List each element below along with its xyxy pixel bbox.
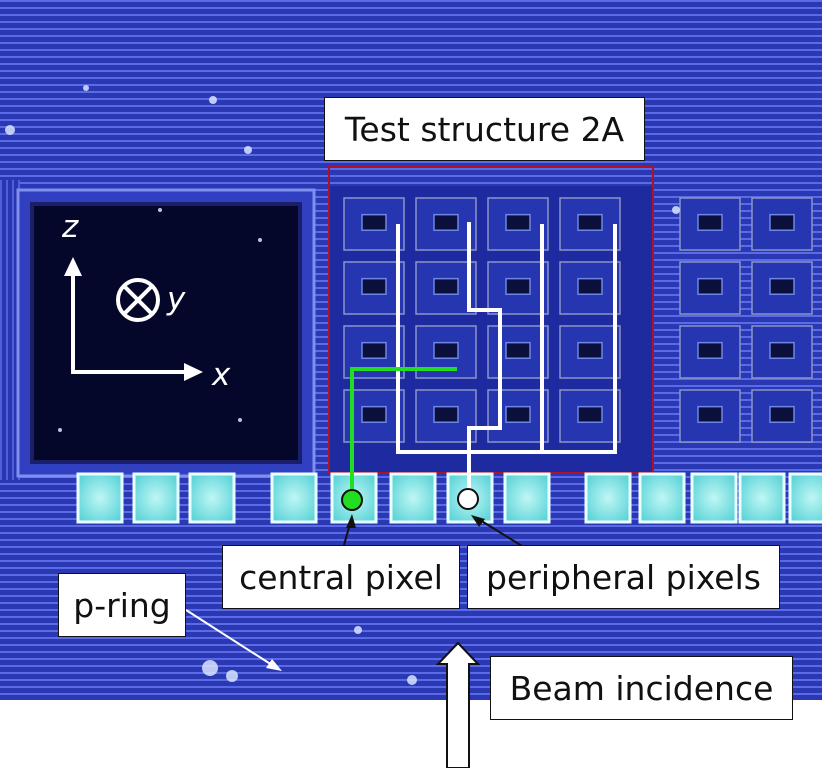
pixel-implant [577, 213, 603, 231]
beam-incidence-arrow [435, 641, 481, 768]
peripheral-pixel-contact [457, 488, 479, 510]
pixel-implant [361, 341, 387, 359]
bond-pad [788, 472, 822, 524]
pixel-implant [361, 277, 387, 295]
bond-pad [738, 472, 786, 524]
pixel-implant [577, 277, 603, 295]
y-axis-into-page-symbol [116, 278, 160, 322]
bond-pad [389, 472, 437, 524]
pixel-grid-right [679, 197, 813, 443]
x-axis-label: x [212, 357, 231, 393]
pixel-implant [361, 213, 387, 231]
bond-pads-row [76, 472, 822, 524]
pixel-cell [751, 325, 813, 379]
central-pixel-contact [341, 489, 363, 511]
bond-pad [270, 472, 318, 524]
pixel-implant [769, 213, 795, 231]
pixel-implant [505, 405, 531, 423]
pixel-implant [433, 405, 459, 423]
p-ring-label: p-ring [58, 573, 186, 637]
bond-pad [503, 472, 551, 524]
bond-pad [584, 472, 632, 524]
pixel-implant [433, 277, 459, 295]
pixel-implant [697, 341, 723, 359]
pixel-implant [505, 277, 531, 295]
central-pixel-pointer [343, 514, 356, 546]
peripheral-traces [396, 222, 617, 498]
bond-pad [76, 472, 124, 524]
pixel-implant [769, 277, 795, 295]
bond-pad [132, 472, 180, 524]
beam-incidence-label: Beam incidence [490, 656, 793, 720]
y-axis-label: y [167, 281, 186, 317]
reference-square [30, 202, 302, 464]
bond-pad [188, 472, 236, 524]
pixel-implant [433, 213, 459, 231]
left-edge-region [0, 180, 20, 480]
pixel-implant [505, 213, 531, 231]
coordinate-axes [64, 257, 203, 381]
bond-pad [690, 472, 738, 524]
pixel-implant [433, 341, 459, 359]
z-arrowhead [64, 257, 82, 276]
pixel-implant [505, 341, 531, 359]
test-structure-label: Test structure 2A [324, 97, 645, 161]
pixel-implant [697, 213, 723, 231]
pixel-implant [577, 341, 603, 359]
central-pixel-trace [350, 367, 457, 490]
pixel-implant [769, 341, 795, 359]
bond-pad [638, 472, 686, 524]
pixel-implant [361, 405, 387, 423]
pixel-implant [577, 405, 603, 423]
peripheral-pixel-pointer [471, 515, 523, 547]
z-axis-label: z [62, 209, 79, 245]
pixel-implant [697, 405, 723, 423]
central-pixel-label: central pixel [222, 545, 460, 609]
pixel-implant [697, 277, 723, 295]
p-ring-pointer [185, 609, 282, 671]
pixel-implant [769, 405, 795, 423]
x-arrowhead [184, 363, 203, 381]
peripheral-pixels-label: peripheral pixels [467, 545, 780, 609]
